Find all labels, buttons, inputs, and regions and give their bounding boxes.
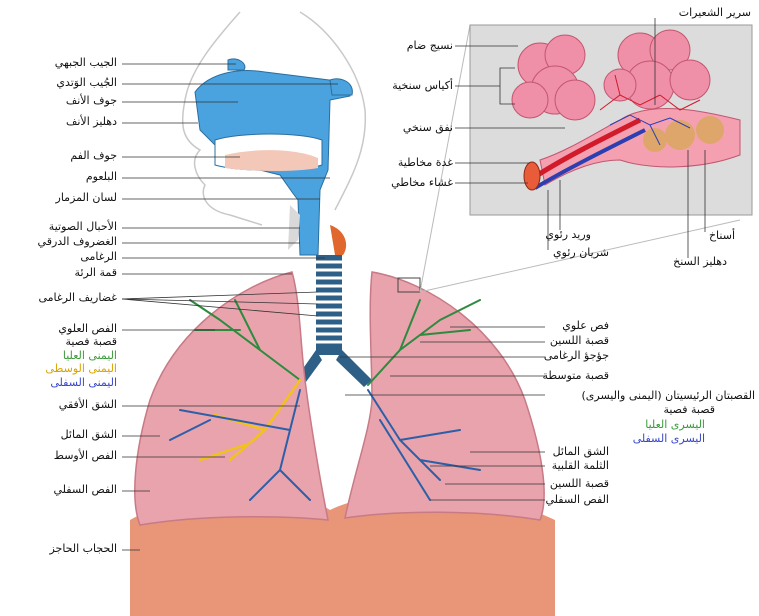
label-nasal-vestibule: دهليز الأنف — [66, 115, 117, 128]
label-capillary-bed: سرير الشعيرات — [679, 6, 751, 19]
label-diaphragm: الحجاب الحاجز — [49, 542, 117, 555]
label-alveolar-atrium: دهليز السنخ — [673, 255, 727, 268]
label-alveolar-sacs: أكياس سنخية — [392, 79, 453, 92]
alveoli-inset — [470, 25, 752, 215]
label-alveolar-duct: نفق سنخي — [403, 121, 453, 134]
label-upper-lobe-left: فص علوي — [562, 319, 609, 332]
label-oblique-fissure-left: الشق المائل — [553, 445, 609, 458]
label-pharynx: البلعوم — [86, 170, 117, 183]
label-middle-lobe: الفص الأوسط — [54, 449, 117, 462]
label-right-upper: اليمنى العليا — [63, 349, 117, 362]
trachea — [295, 255, 372, 387]
label-sphenoid-sinus: الجُيب الوَتدي — [56, 76, 117, 89]
left-lung — [345, 272, 544, 520]
label-frontal-sinus: الجيب الجبهي — [55, 56, 117, 69]
label-horizontal-fissure: الشق الأفقي — [59, 398, 117, 411]
label-lobar-bronchus: قصبة فصية — [65, 335, 117, 348]
label-alveoli: أسناخ — [709, 229, 735, 242]
label-oral-cavity: جوف الفم — [70, 149, 117, 162]
label-lingular-bronchus-2: قصبة اللسين — [550, 477, 609, 490]
label-lower-lobe-left: الفص السفلي — [545, 493, 609, 506]
label-intermediate-bronchus: قصبة متوسطة — [542, 369, 609, 382]
label-main-bronchi: القصبتان الرئيسيتان (اليمنى واليسرى) — [582, 389, 756, 402]
label-upper-lobe: الفص العلوي — [58, 322, 117, 335]
label-lower-lobe-right: الفص السفلي — [53, 483, 117, 496]
label-lingular-bronchus: قصبة اللسين — [550, 334, 609, 347]
label-tracheal-rings: غضاريف الرغامى — [38, 291, 117, 304]
label-pulmonary-vein: وريد رئوي — [545, 228, 591, 241]
label-mucous-membrane: غشاء مخاطي — [391, 176, 453, 189]
label-thyroid-cartilage: الغضروف الدرقي — [38, 235, 117, 248]
label-left-upper: اليسرى العليا — [645, 418, 705, 431]
label-vocal-cords: الأحبال الصوتية — [49, 220, 117, 233]
right-lung — [135, 272, 328, 525]
label-lung-apex: قمة الرئة — [75, 266, 117, 279]
label-pulmonary-artery: شريان رئوي — [553, 246, 609, 259]
label-lobar-bronchus-left: قصبة فصية — [663, 403, 715, 416]
label-mucous-gland: غدة مخاطية — [398, 156, 453, 169]
label-carina: جؤجؤ الرغامى — [544, 349, 609, 362]
label-left-lower: اليسرى السفلى — [633, 432, 705, 445]
label-trachea: الرغامى — [80, 250, 117, 263]
label-right-lower: اليمنى السفلى — [50, 376, 117, 389]
label-oblique-fissure-right: الشق المائل — [61, 428, 117, 441]
label-nasal-cavity: جوف الأنف — [66, 94, 117, 107]
label-cardiac-notch: الثلمة القلبية — [552, 459, 609, 472]
label-connective-tissue: نسيج ضام — [407, 39, 453, 52]
label-right-middle: اليمنى الوسطى — [45, 362, 117, 375]
label-epiglottis: لسان المزمار — [56, 191, 117, 204]
